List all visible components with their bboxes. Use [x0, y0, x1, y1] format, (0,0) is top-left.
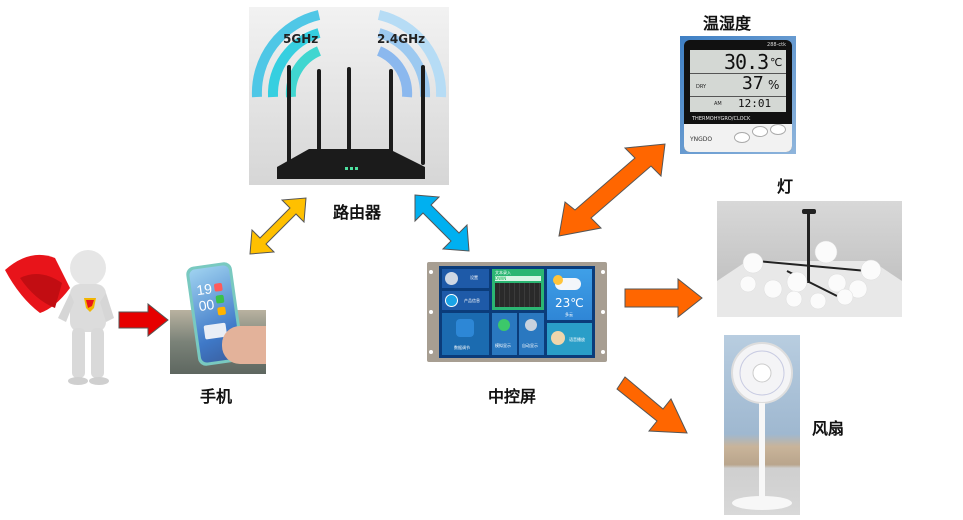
arrow-user-to-phone	[118, 303, 170, 337]
thermo-device: 288-ctk 30.3 ℃ DRY 37 % AM 12:01 THERMOH…	[684, 40, 792, 152]
control-panel-image: 设置 产品信息 数据调节 文本录入 DWIN 模拟显示 自动显示 23℃ 多云	[427, 262, 607, 362]
phone-label: 手机	[200, 387, 233, 406]
tile-text-input: 文本录入 DWIN	[492, 269, 544, 310]
router-image: 5GHz 2.4GHz	[249, 7, 449, 185]
arrow-panel-lamp	[624, 278, 704, 318]
arrow-panel-thermo	[557, 142, 667, 238]
router-label: 路由器	[333, 203, 382, 222]
arrow-router-panel	[413, 193, 471, 255]
band-5g-label: 5GHz	[283, 32, 319, 46]
fan-label: 风扇	[812, 419, 845, 438]
thermo-label: 温湿度	[703, 14, 752, 33]
arrow-phone-router	[248, 196, 308, 258]
tile-display: 模拟显示	[492, 313, 517, 355]
fan-icon	[731, 342, 793, 510]
phone-image: 19 00	[170, 261, 266, 374]
user-figure	[0, 238, 140, 388]
wifi-waves-icon	[251, 10, 447, 179]
chandelier-icon	[717, 209, 902, 317]
button-3	[770, 124, 786, 135]
superhero-icon	[5, 250, 114, 385]
band-24g-label: 2.4GHz	[377, 32, 426, 46]
lcd: 30.3 ℃ DRY 37 % AM 12:01	[690, 50, 786, 112]
lamp-image	[717, 201, 902, 317]
arrow-panel-fan	[615, 375, 691, 435]
tile-audio: 语音播放	[547, 323, 592, 355]
thermo-image: 288-ctk 30.3 ℃ DRY 37 % AM 12:01 THERMOH…	[680, 36, 796, 154]
button-1	[734, 132, 750, 143]
tile-weather: 23℃ 多云	[547, 269, 592, 320]
lamp-label: 灯	[777, 177, 794, 196]
tile-product-info: 产品信息	[442, 291, 489, 310]
tile-mixer: 数据调节	[442, 313, 489, 355]
control-panel-label: 中控屏	[488, 387, 537, 406]
hand	[222, 326, 266, 364]
panel-screen: 设置 产品信息 数据调节 文本录入 DWIN 模拟显示 自动显示 23℃ 多云	[439, 266, 595, 358]
fan-image	[724, 335, 800, 515]
tile-camera: 自动显示	[519, 313, 544, 355]
sun-icon	[553, 275, 563, 285]
tile-settings: 设置	[442, 269, 489, 288]
keyboard	[495, 283, 541, 307]
button-2	[752, 126, 768, 137]
